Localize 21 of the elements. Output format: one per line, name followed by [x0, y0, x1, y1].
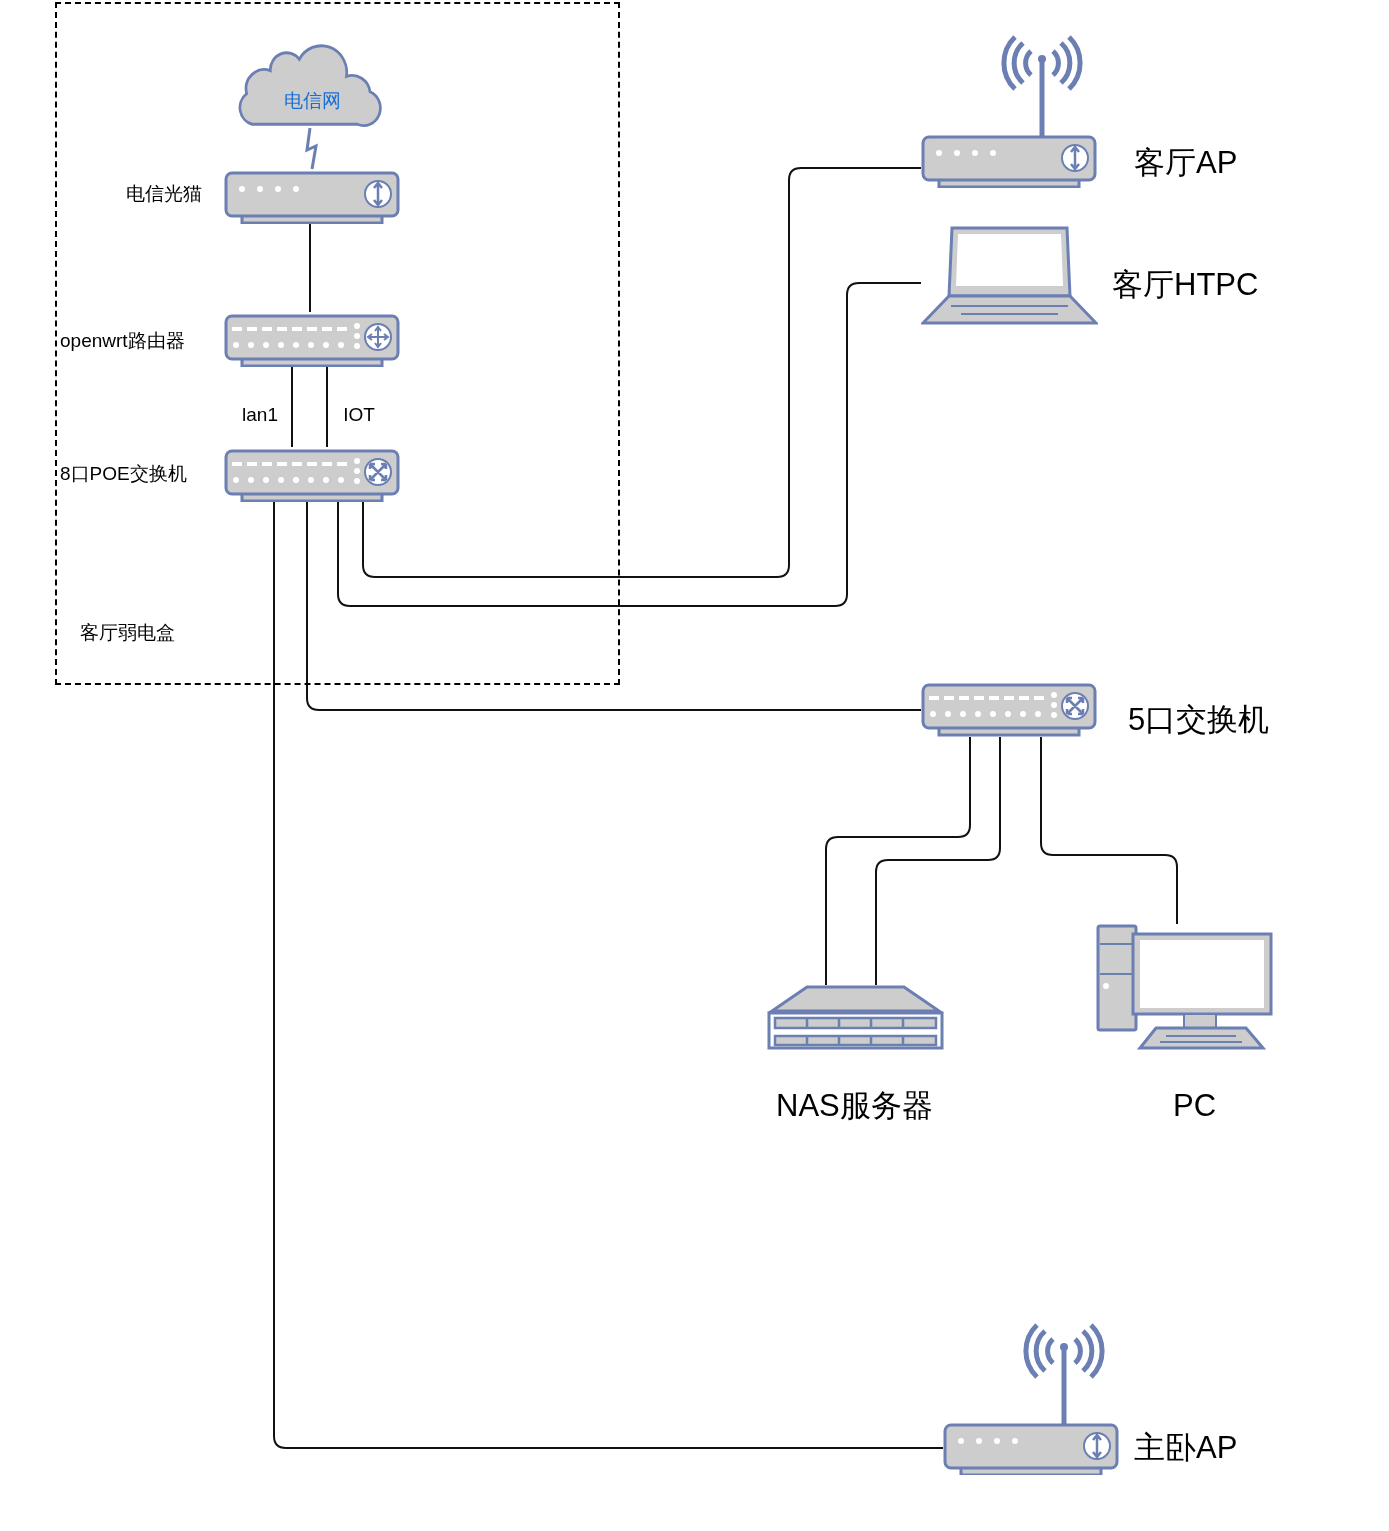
cable-line — [337, 282, 922, 607]
device-label: 8口POE交换机 — [60, 462, 187, 486]
device-label: PC — [1173, 1087, 1217, 1125]
device-label: NAS服务器 — [776, 1087, 933, 1125]
cable-line — [875, 736, 1001, 986]
device-label: 电信光猫 — [126, 182, 202, 206]
cable-line — [306, 499, 922, 711]
device-label: 客厅HTPC — [1112, 266, 1259, 304]
device-label: 客厅AP — [1134, 144, 1238, 182]
dashed-group-box — [55, 2, 620, 685]
device-label: 主卧AP — [1134, 1429, 1238, 1467]
group-label: 客厅弱电盒 — [80, 620, 175, 645]
cable-line — [273, 499, 944, 1449]
cable-line — [825, 736, 971, 986]
device-label: 5口交换机 — [1128, 701, 1270, 739]
device-label: openwrt路由器 — [60, 329, 185, 353]
cable-line — [1040, 736, 1178, 925]
lightning-link — [305, 127, 318, 170]
cable-line — [309, 221, 311, 313]
cable-line — [362, 167, 922, 578]
cloud-label: 电信网 — [283, 88, 341, 113]
